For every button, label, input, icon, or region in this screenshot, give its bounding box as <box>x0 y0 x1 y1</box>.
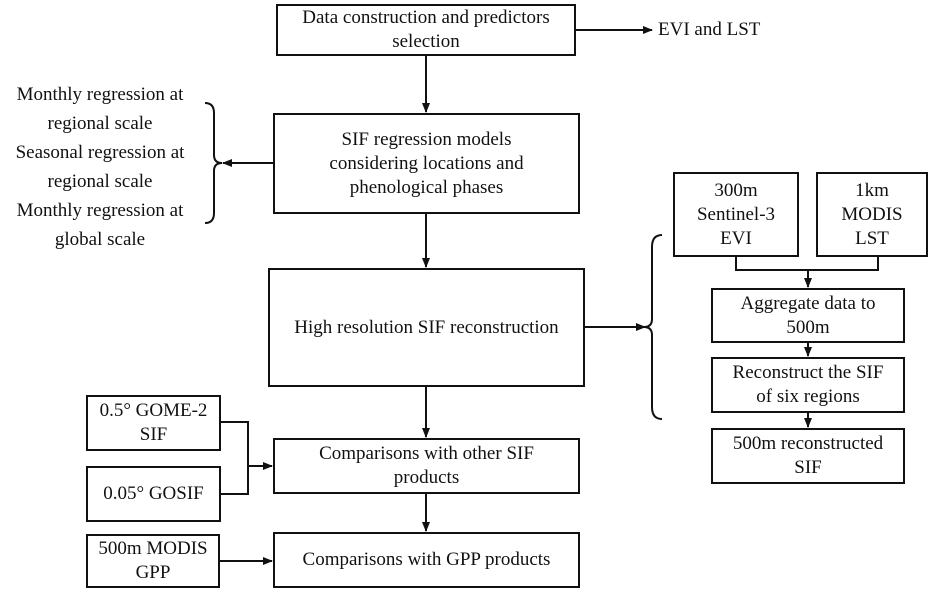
comparisons-gpp-line-1: Comparisons with GPP products <box>302 549 551 570</box>
regression-option-3-line-2: global scale <box>54 229 146 250</box>
sif-regression-line-2: considering locations and <box>329 152 524 174</box>
data-construction-line-1: Data construction and predictors <box>302 7 550 28</box>
modis-lst-line-2: MODIS <box>841 203 903 225</box>
comparisons-sif-line-2: products <box>393 467 460 488</box>
modis-lst-box: 1km MODIS LST <box>816 172 928 257</box>
comparisons-sif-box: Comparisons with other SIF products <box>273 438 580 494</box>
sentinel-line-2: Sentinel-3 <box>696 203 776 225</box>
comparisons-gpp-box: Comparisons with GPP products <box>273 532 580 588</box>
reconstruct-line-2: of six regions <box>756 386 860 407</box>
sentinel-box: 300m Sentinel-3 EVI <box>673 172 799 257</box>
regression-option-1-line-1: Monthly regression at <box>16 84 184 105</box>
modis-gpp-line-2: GPP <box>135 562 171 583</box>
gosif-box: 0.05° GOSIF <box>86 466 221 522</box>
sentinel-line-3: EVI <box>720 227 752 249</box>
connector-gosif <box>221 466 249 495</box>
comparisons-sif-line-1: Comparisons with other SIF <box>319 443 534 464</box>
modis-gpp-line-1: 500m MODIS <box>98 538 208 559</box>
regression-option-2-line-1: Seasonal regression at <box>15 142 185 163</box>
reconstruct-box: Reconstruct the SIF of six regions <box>711 357 905 413</box>
high-res-box: High resolution SIF reconstruction <box>268 268 585 387</box>
aggregate-line-2: 500m <box>786 316 830 338</box>
high-res-line-1: High resolution SIF reconstruction <box>294 316 559 338</box>
sif-regression-line-3: phenological phases <box>349 176 504 198</box>
data-construction-box: Data construction and predictors selecti… <box>276 4 576 56</box>
gome2-line-2: SIF <box>139 424 168 445</box>
result-line-2: SIF <box>794 457 822 478</box>
regression-option-3-line-1: Monthly regression at <box>16 200 184 221</box>
evi-lst-label: EVI and LST <box>658 19 761 40</box>
data-construction-line-2: selection <box>392 31 460 52</box>
reconstruction-brace <box>643 234 663 420</box>
result-box: 500m reconstructed SIF <box>711 428 905 484</box>
connector-sentinel <box>735 257 808 271</box>
connector-modis-lst <box>808 257 879 271</box>
sentinel-line-1: 300m <box>714 179 758 201</box>
modis-lst-line-1: 1km <box>855 179 889 201</box>
gome2-line-1: 0.5° GOME-2 <box>99 400 208 421</box>
modis-gpp-box: 500m MODIS GPP <box>86 534 220 588</box>
regression-option-2-line-2: regional scale <box>47 171 153 192</box>
aggregate-box: Aggregate data to 500m <box>711 288 905 343</box>
aggregate-line-1: Aggregate data to <box>740 292 876 314</box>
gome2-box: 0.5° GOME-2 SIF <box>86 395 221 451</box>
modis-lst-line-3: LST <box>855 227 889 249</box>
result-line-1: 500m reconstructed <box>732 433 884 454</box>
reconstruct-line-1: Reconstruct the SIF <box>732 362 884 383</box>
regression-option-1-line-2: regional scale <box>47 113 153 134</box>
gosif-line-1: 0.05° GOSIF <box>103 483 204 504</box>
sif-regression-box: SIF regression models considering locati… <box>273 113 580 214</box>
regression-brace <box>204 102 223 224</box>
regression-options: Monthly regression at regional scale Sea… <box>0 80 200 254</box>
connector-gome2 <box>221 421 249 466</box>
sif-regression-line-1: SIF regression models <box>341 128 512 150</box>
